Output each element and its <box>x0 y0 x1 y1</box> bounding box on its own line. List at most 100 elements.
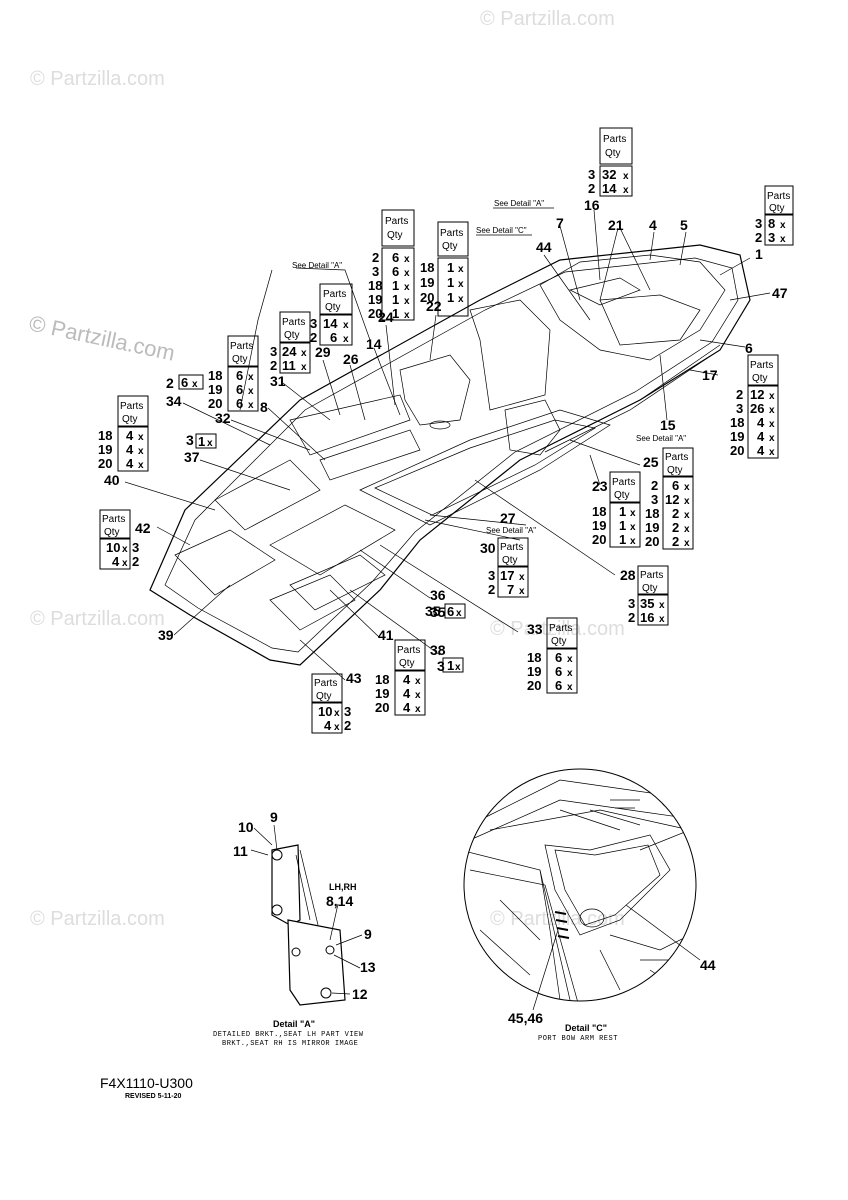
svg-text:x: x <box>567 668 573 679</box>
callout: 25 <box>643 454 659 470</box>
qty-value: 4 <box>757 429 765 444</box>
part-label: 12 <box>352 986 368 1002</box>
qty-header: Qty <box>502 555 518 566</box>
qty-value: 1 <box>619 518 626 533</box>
watermark: © Partzilla.com <box>27 310 177 365</box>
svg-text:x: x <box>519 586 525 597</box>
detail-a: 9 10 11 9 13 12 LH,RH 8,14 Detail "A" DE… <box>213 809 376 1048</box>
part-ref: 18 <box>645 506 659 521</box>
qty-value: 10 <box>318 704 332 719</box>
part-ref: 19 <box>98 442 112 457</box>
svg-text:x: x <box>780 234 786 245</box>
callout: 44 <box>536 239 552 255</box>
svg-text:x: x <box>248 400 254 411</box>
qty-header: Qty <box>122 414 138 425</box>
svg-text:x: x <box>623 171 629 182</box>
svg-text:x: x <box>519 572 525 583</box>
callout: 42 <box>135 520 151 536</box>
qty-value: 1 <box>619 504 626 519</box>
detail-c: 44 45,46 Detail "C" PORT BOW ARM REST <box>463 768 716 1043</box>
svg-text:6: 6 <box>181 375 188 390</box>
callout: 28 <box>620 567 636 583</box>
part-ref: 3 <box>310 316 317 331</box>
see-detail-c-label: See Detail "C" <box>476 226 527 235</box>
svg-text:x: x <box>684 510 690 521</box>
svg-text:1: 1 <box>447 658 454 673</box>
part-ref: 2 <box>651 478 658 493</box>
part-ref: 3 <box>736 401 743 416</box>
diagram-code: F4X1110-U300 <box>100 1075 193 1091</box>
svg-text:x: x <box>248 372 254 383</box>
qty-header: Parts <box>440 228 463 239</box>
callouts: 1 4 5 7 16 21 44 47 6 17 15 25 23 28 30 … <box>104 197 788 686</box>
qty-header: Qty <box>284 330 300 341</box>
revision-date: REVISED 5-11-20 <box>125 1093 182 1100</box>
svg-text:x: x <box>769 433 775 444</box>
see-detail-a-label: See Detail "A" <box>494 199 544 208</box>
part-ref: 3 <box>488 568 495 583</box>
qty-header: Parts <box>500 542 523 553</box>
svg-text:x: x <box>404 268 410 279</box>
detail-a-title: Detail "A" <box>273 1019 315 1029</box>
qty-header: Qty <box>387 230 403 241</box>
qty-box: Parts Qty 18 6 x 19 6 x 20 6 x <box>208 335 259 412</box>
svg-text:x: x <box>780 220 786 231</box>
svg-text:x: x <box>684 538 690 549</box>
qty-header: Parts <box>640 570 663 581</box>
part-ref: 2 <box>755 230 762 245</box>
svg-text:x: x <box>415 704 421 715</box>
callout: 7 <box>556 215 564 231</box>
qty-value: 6 <box>555 650 562 665</box>
qty-header: Parts <box>385 216 408 227</box>
detail-a-line2: BRKT.,SEAT RH IS MIRROR IMAGE <box>222 1040 358 1048</box>
callout: 31 <box>270 373 286 389</box>
part-ref: 2 <box>310 330 317 345</box>
part-ref: 18 <box>420 260 434 275</box>
qty-header: Qty <box>316 691 332 702</box>
callout: 16 <box>584 197 600 213</box>
part-ref: 18 <box>368 278 382 293</box>
see-detail-a-label: See Detail "A" <box>636 434 686 443</box>
qty-header: Parts <box>230 341 253 352</box>
qty-header: Qty <box>232 354 248 365</box>
qty-header: Qty <box>642 583 658 594</box>
part-ref: 18 <box>527 650 541 665</box>
qty-value: 1 <box>392 306 399 321</box>
qty-value: 4 <box>126 428 134 443</box>
svg-text:x: x <box>769 447 775 458</box>
callout: 6 <box>745 340 753 356</box>
part-ref: 19 <box>730 429 744 444</box>
qty-value: 6 <box>236 382 243 397</box>
callout: 29 <box>315 344 331 360</box>
qty-value: 6 <box>236 396 243 411</box>
qty-value: 4 <box>324 718 332 733</box>
part-ref: 2 <box>270 358 277 373</box>
qty-box: Parts Qty 3 17 x 2 7 x <box>488 537 529 598</box>
svg-text:x: x <box>404 296 410 307</box>
svg-text:x: x <box>659 614 665 625</box>
qty-header: Parts <box>397 645 420 656</box>
part-ref: 3 <box>132 540 139 555</box>
detail-c-title: Detail "C" <box>565 1023 607 1033</box>
lhrh-label: LH,RH <box>329 882 357 892</box>
part-ref: 3 <box>372 264 379 279</box>
qty-value: 2 <box>672 506 679 521</box>
svg-text:x: x <box>404 254 410 265</box>
part-ref: 20 <box>208 396 222 411</box>
qty-value: 6 <box>392 250 399 265</box>
watermark: © Partzilla.com <box>30 608 165 630</box>
callout: 8 <box>260 399 268 415</box>
qty-box: Parts Qty 3 14 x 2 6 x <box>310 283 353 346</box>
callout: 17 <box>702 367 718 383</box>
part-ref: 3 <box>588 167 595 182</box>
qty-header: Qty <box>667 465 683 476</box>
callout: 34 <box>166 393 182 409</box>
svg-text:x: x <box>122 558 128 569</box>
qty-box: Parts Qty 2 6 x 3 12 x 18 2 x 19 2 x 20 … <box>645 447 694 550</box>
qty-value: 16 <box>640 610 654 625</box>
qty-box: Parts Qty 10 x 3 4 x 2 <box>311 673 351 734</box>
qty-value: 17 <box>500 568 514 583</box>
qty-value: 8 <box>768 216 775 231</box>
qty-value: 2 <box>672 534 679 549</box>
svg-text:x: x <box>567 682 573 693</box>
